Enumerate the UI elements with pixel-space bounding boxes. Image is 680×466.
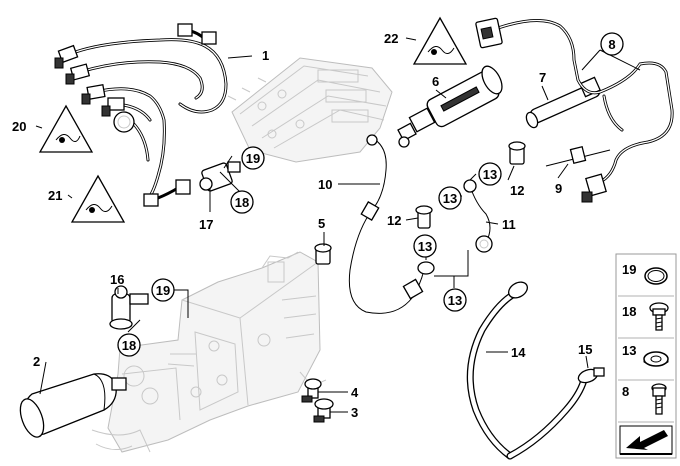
warning-triangle-icon bbox=[412, 16, 468, 65]
svg-text:22: 22 bbox=[384, 31, 398, 46]
svg-text:20: 20 bbox=[12, 119, 26, 134]
hydraulic-cylinder bbox=[525, 76, 602, 129]
callout-19: 19 bbox=[151, 278, 175, 302]
svg-text:10: 10 bbox=[318, 177, 332, 192]
screw-4 bbox=[301, 378, 322, 403]
callout-14: 14 bbox=[511, 345, 526, 360]
warning-triangle-icon bbox=[70, 174, 126, 223]
svg-text:13: 13 bbox=[483, 167, 497, 182]
callout-1: 1 bbox=[262, 48, 269, 63]
callout-18: 18 bbox=[117, 333, 141, 357]
arrow-icon bbox=[619, 425, 673, 455]
svg-text:18: 18 bbox=[235, 195, 249, 210]
callout-17: 17 bbox=[199, 217, 213, 232]
callout-11: 11 bbox=[502, 217, 516, 232]
svg-text:18: 18 bbox=[122, 338, 136, 353]
svg-text:12: 12 bbox=[387, 213, 401, 228]
callout-21: 21 bbox=[48, 188, 62, 203]
wire-harness-8 bbox=[475, 17, 674, 203]
svg-text:2: 2 bbox=[33, 354, 40, 369]
callout-12: 12 bbox=[387, 213, 401, 228]
callout-13: 13 bbox=[443, 288, 467, 312]
o-ring-icon bbox=[644, 267, 668, 285]
accumulator bbox=[19, 373, 127, 438]
valve-body-ghost bbox=[227, 57, 393, 163]
callout-18: 18 bbox=[230, 190, 254, 214]
svg-text:21: 21 bbox=[48, 188, 62, 203]
cable-tie-9 bbox=[545, 145, 611, 167]
callout-3: 3 bbox=[351, 405, 358, 420]
legend-item-18: 18 bbox=[622, 302, 669, 331]
svg-text:16: 16 bbox=[110, 272, 124, 287]
svg-text:13: 13 bbox=[622, 343, 636, 358]
callout-10: 10 bbox=[318, 177, 332, 192]
hose-clamp-15 bbox=[577, 367, 605, 384]
callout-16: 16 bbox=[110, 272, 124, 287]
svg-text:15: 15 bbox=[578, 342, 592, 357]
callout-15: 15 bbox=[578, 342, 592, 357]
gearbox-ghost bbox=[91, 251, 327, 453]
svg-text:13: 13 bbox=[448, 293, 462, 308]
svg-text:7: 7 bbox=[539, 70, 546, 85]
svg-text:13: 13 bbox=[443, 191, 457, 206]
pump bbox=[397, 65, 503, 148]
svg-text:1: 1 bbox=[262, 48, 269, 63]
svg-text:18: 18 bbox=[622, 304, 636, 319]
callout-12: 12 bbox=[510, 183, 524, 198]
svg-text:3: 3 bbox=[351, 405, 358, 420]
warning-triangle-icon bbox=[38, 104, 94, 153]
svg-text:19: 19 bbox=[246, 151, 260, 166]
hollow-bolt-12 bbox=[415, 205, 433, 229]
sensor-16 bbox=[109, 285, 149, 330]
legend-item-8: 8 bbox=[622, 383, 667, 415]
callout-4: 4 bbox=[351, 385, 359, 400]
callout-9: 9 bbox=[555, 181, 562, 196]
callout-20: 20 bbox=[12, 119, 26, 134]
callout-13: 13 bbox=[478, 162, 502, 186]
callout-13: 13 bbox=[438, 186, 462, 210]
svg-text:5: 5 bbox=[318, 216, 325, 231]
callout-6: 6 bbox=[432, 74, 439, 89]
legend-item-19: 19 bbox=[622, 262, 668, 285]
screw-3 bbox=[313, 398, 334, 423]
svg-text:9: 9 bbox=[555, 181, 562, 196]
svg-text:8: 8 bbox=[608, 37, 615, 52]
sealing-washer-icon bbox=[643, 351, 669, 367]
screw-5 bbox=[314, 243, 332, 265]
svg-text:11: 11 bbox=[502, 217, 516, 232]
svg-text:19: 19 bbox=[622, 262, 636, 277]
callout-13: 13 bbox=[413, 234, 437, 258]
legend-panel: 19 18 13 8 bbox=[615, 253, 677, 459]
callout-2: 2 bbox=[33, 354, 40, 369]
callout-19: 19 bbox=[241, 146, 265, 170]
legend-item-13: 13 bbox=[622, 343, 669, 367]
callout-5: 5 bbox=[318, 216, 325, 231]
bolt-icon bbox=[649, 302, 669, 331]
svg-text:12: 12 bbox=[510, 183, 524, 198]
callout-7: 7 bbox=[539, 70, 546, 85]
pressure-line-11 bbox=[463, 179, 493, 253]
return-hose-14 bbox=[466, 281, 588, 460]
screw-icon bbox=[651, 383, 667, 415]
svg-text:6: 6 bbox=[432, 74, 439, 89]
hollow-bolt-12 bbox=[508, 141, 526, 165]
harness-connectors bbox=[54, 23, 217, 207]
svg-text:8: 8 bbox=[622, 384, 629, 399]
svg-text:17: 17 bbox=[199, 217, 213, 232]
sensor-17 bbox=[199, 161, 241, 192]
svg-text:19: 19 bbox=[156, 283, 170, 298]
svg-text:4: 4 bbox=[351, 385, 359, 400]
callout-22: 22 bbox=[384, 31, 398, 46]
svg-text:14: 14 bbox=[511, 345, 526, 360]
svg-text:13: 13 bbox=[418, 239, 432, 254]
pressure-line-10 bbox=[348, 134, 435, 314]
callout-8: 8 bbox=[600, 32, 624, 56]
